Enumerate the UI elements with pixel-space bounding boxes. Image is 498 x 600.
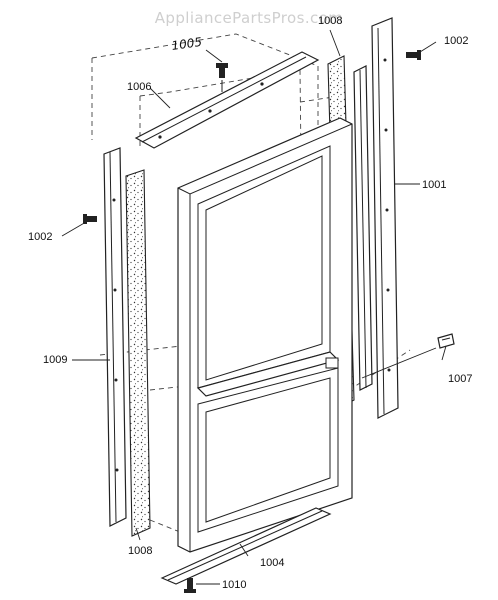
callout-1006: 1006 [127, 81, 151, 93]
callout-1002-left: 1002 [28, 231, 52, 243]
part-1001-right-strip [371, 17, 399, 419]
part-1004-bottom-channel [160, 507, 332, 585]
part-right-inner-strip [353, 65, 373, 391]
screw-1010-icon [184, 578, 196, 593]
watermark-text: AppliancePartsPros.com [155, 9, 343, 27]
callout-1009: 1009 [43, 354, 67, 366]
part-1009-left-strip [103, 147, 127, 527]
screw-1005-icon [216, 63, 228, 92]
screw-1002-left-icon [83, 214, 97, 224]
callout-1008-bottom: 1008 [128, 545, 152, 557]
screw-1002-top-icon [406, 50, 421, 60]
callout-1001: 1001 [422, 179, 446, 191]
callout-1005-handwritten: 1005 [171, 35, 203, 53]
callout-1007: 1007 [448, 373, 472, 385]
callout-1010: 1010 [222, 579, 246, 591]
callout-1002-top: 1002 [444, 35, 468, 47]
leader-lines [61, 29, 447, 585]
part-1008-left-gasket [125, 169, 151, 537]
part-1006-top-channel [134, 51, 320, 149]
callout-1004: 1004 [260, 557, 284, 569]
callout-1008-top: 1008 [318, 15, 342, 27]
door-frame [177, 117, 353, 553]
part-1007-clip-icon [437, 333, 455, 349]
